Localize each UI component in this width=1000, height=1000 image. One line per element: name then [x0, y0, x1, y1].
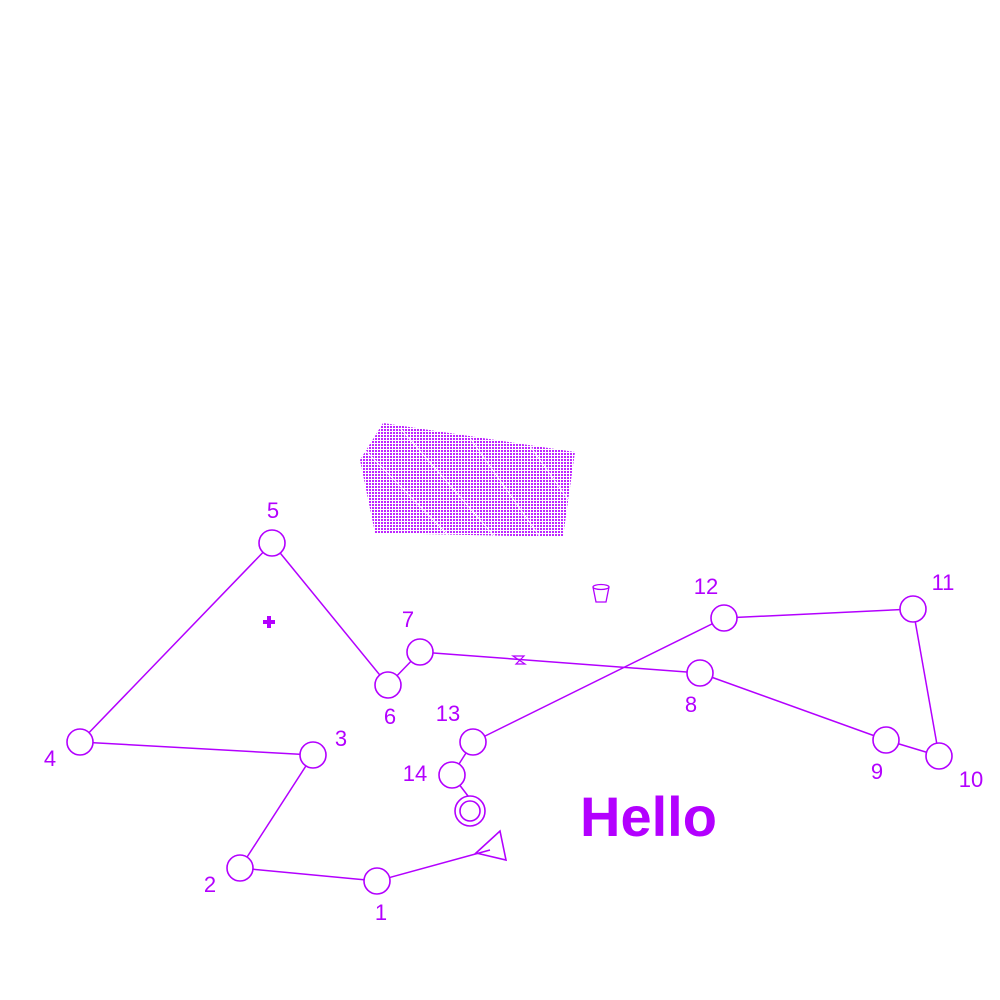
node-label: 5	[267, 498, 279, 523]
node-label: 13	[436, 701, 460, 726]
node-1[interactable]: 1	[363, 867, 391, 925]
path-edge	[239, 754, 314, 869]
path-edge	[419, 651, 701, 674]
node-10[interactable]: 10	[925, 742, 983, 792]
path-edge	[472, 617, 725, 743]
node-5[interactable]: 5	[258, 498, 286, 557]
node-label: 1	[375, 900, 387, 925]
node-label: 7	[402, 607, 414, 632]
node-label: 8	[685, 692, 697, 717]
node-label: 14	[403, 761, 427, 786]
node-4[interactable]: 4	[44, 728, 94, 771]
node-circle[interactable]	[374, 671, 402, 699]
node-circle[interactable]	[363, 867, 391, 895]
node-14[interactable]: 14	[403, 761, 466, 789]
node-2[interactable]: 2	[204, 854, 254, 897]
target-ring-icon[interactable]	[454, 795, 486, 827]
path-edge	[912, 608, 940, 757]
path-edge	[699, 672, 887, 741]
node-label: 10	[959, 767, 983, 792]
node-7[interactable]: 7	[402, 607, 434, 666]
node-12[interactable]: 12	[694, 574, 738, 632]
node-circle[interactable]	[438, 761, 466, 789]
node-circle[interactable]	[899, 595, 927, 623]
node-circle[interactable]	[710, 604, 738, 632]
node-3[interactable]: 3	[299, 726, 347, 769]
node-13[interactable]: 13	[436, 701, 487, 756]
node-circle[interactable]	[872, 726, 900, 754]
triangle-icon[interactable]	[474, 829, 508, 862]
node-label: 4	[44, 746, 56, 771]
node-11[interactable]: 11	[899, 570, 955, 623]
hello-message: Hello	[580, 785, 717, 848]
node-circle[interactable]	[258, 529, 286, 557]
obstacle-block	[360, 423, 575, 538]
plus-icon[interactable]	[263, 616, 275, 628]
path-edge	[376, 849, 491, 882]
node-circle[interactable]	[66, 728, 94, 756]
node-label: 12	[694, 574, 718, 599]
node-label: 2	[204, 872, 216, 897]
node-6[interactable]: 6	[374, 671, 402, 729]
cup-icon[interactable]	[592, 583, 610, 603]
node-label: 6	[384, 704, 396, 729]
node-circle[interactable]	[925, 742, 953, 770]
node-path	[79, 542, 940, 882]
path-edge	[239, 867, 378, 882]
node-9[interactable]: 9	[871, 726, 900, 784]
path-edge	[79, 741, 314, 756]
path-edge	[723, 608, 914, 619]
node-circle[interactable]	[686, 659, 714, 687]
node-circle[interactable]	[226, 854, 254, 882]
node-circle[interactable]	[299, 741, 327, 769]
node-circle[interactable]	[459, 728, 487, 756]
path-edge	[271, 542, 389, 686]
node-label: 11	[932, 570, 955, 595]
path-edge	[79, 542, 273, 743]
node-circle[interactable]	[406, 638, 434, 666]
node-label: 3	[335, 726, 347, 751]
node-8[interactable]: 8	[685, 659, 714, 717]
node-label: 9	[871, 759, 883, 784]
hourglass-icon[interactable]	[511, 655, 527, 665]
